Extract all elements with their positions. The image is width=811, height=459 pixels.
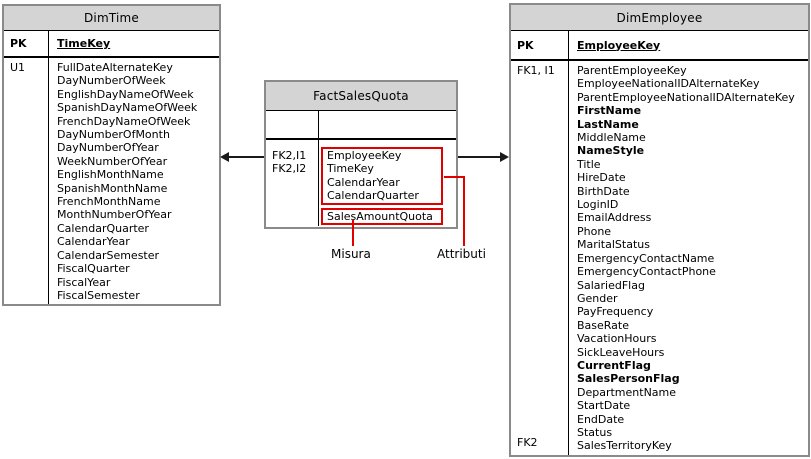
attribute-row: DayNumberOfWeek (57, 74, 166, 88)
attribute-row: LastName (577, 117, 639, 131)
table-factsalesquota-title: FactSalesQuota (266, 82, 456, 111)
table-dimtime: DimTime PK TimeKey U1 FullDateAlternateK… (2, 4, 221, 306)
attributes-callout-line-vertical (463, 176, 465, 246)
attribute-row: FiscalYear (57, 275, 111, 289)
measure-callout-line (352, 220, 354, 246)
attribute-row: HireDate (577, 171, 626, 185)
dimemployee-fk-top-label: FK1, I1 (517, 64, 555, 77)
dimtime-primary-key: TimeKey (57, 37, 111, 50)
attribute-row: SpanishDayNameOfWeek (57, 101, 198, 115)
attribute-row: EnglishDayNameOfWeek (57, 87, 194, 101)
attribute-row: CalendarSemester (57, 248, 160, 262)
dimtime-index-label: U1 (10, 61, 26, 74)
attribute-row: MiddleName (577, 131, 646, 145)
attribute-row: TimeKey (327, 162, 374, 176)
attribute-row: DepartmentName (577, 385, 677, 399)
attribute-row: FirstName (577, 104, 642, 118)
measure-callout-label: Misura (331, 247, 371, 261)
attribute-row: FullDateAlternateKey (57, 61, 173, 74)
dimemployee-fk-bottom-label: FK2 (517, 435, 538, 449)
attribute-row: SalesPersonFlag (577, 372, 680, 386)
relationship-line-facttodimtime (226, 156, 264, 158)
attribute-row: FiscalSemester (57, 288, 140, 302)
relationship-line-facttodimemployee (458, 156, 502, 158)
table-dimemployee: DimEmployee PK EmployeeKey FK1, I1 FK2 P… (509, 3, 810, 457)
attribute-row: Title (577, 157, 601, 171)
attribute-row: Status (577, 425, 613, 439)
factsalesquota-pk-row-empty (266, 111, 456, 140)
attribute-row: NameStyle (577, 144, 645, 158)
attributes-callout-line-horizontal (444, 176, 465, 178)
attribute-row: CalendarYear (327, 175, 400, 189)
factsalesquota-empty-right-cell (319, 111, 456, 138)
attribute-row: PayFrequency (577, 305, 654, 319)
attribute-row: LoginID (577, 198, 619, 212)
attribute-row: SickLeaveHours (577, 345, 665, 359)
dimtime-pk-row: PK TimeKey (4, 31, 219, 58)
attribute-row: EmployeeKey (327, 149, 402, 162)
attribute-row: ParentEmployeeKey (577, 64, 687, 77)
attribute-row: EmployeeNationalIDAlternateKey (577, 77, 760, 91)
table-dimtime-title: DimTime (4, 6, 219, 31)
attribute-row: Gender (577, 291, 618, 305)
arrow-left-icon (220, 152, 229, 162)
attribute-row: SalariedFlag (577, 278, 645, 292)
attribute-row: EndDate (577, 412, 625, 426)
attribute-row: BirthDate (577, 184, 630, 198)
dimemployee-primary-key: EmployeeKey (577, 38, 661, 52)
dimemployee-pk-label: PK (511, 31, 569, 59)
attribute-row: FK2,I1 (272, 149, 307, 162)
factsalesquota-empty-left-cell (266, 111, 319, 138)
attribute-row: DayNumberOfMonth (57, 128, 170, 142)
attribute-row: FK2,I2 (272, 162, 307, 176)
attribute-row: CalendarYear (57, 235, 130, 249)
attribute-row: CalendarQuarter (327, 189, 419, 203)
attribute-row: FiscalQuarter (57, 262, 130, 276)
attribute-row: DayNumberOfYear (57, 141, 159, 155)
attribute-row: EmergencyContactPhone (577, 265, 716, 279)
attribute-row: StartDate (577, 399, 631, 413)
attribute-row: CalendarQuarter (57, 221, 149, 235)
arrow-right-icon (500, 152, 509, 162)
table-dimemployee-title: DimEmployee (511, 5, 808, 31)
attributes-callout-label: Attributi (437, 247, 486, 261)
attribute-row: SalesAmountQuota (327, 209, 433, 223)
attribute-row: ParentEmployeeNationalIDAlternateKey (577, 90, 795, 104)
attribute-row: MonthNumberOfYear (57, 208, 172, 222)
attribute-row: BaseRate (577, 318, 630, 332)
dimtime-pk-label: PK (4, 31, 49, 56)
attribute-row: Phone (577, 224, 612, 238)
attribute-row: EmergencyContactName (577, 251, 715, 265)
attribute-row: MaritalStatus (577, 238, 650, 252)
dimemployee-pk-row: PK EmployeeKey (511, 31, 808, 61)
attribute-row: EmailAddress (577, 211, 652, 225)
measure-highlight-box: SalesAmountQuota (321, 207, 443, 226)
dimemployee-fk-labels: FK1, I1 FK2 (511, 61, 569, 455)
attribute-row: FrenchDayNameOfWeek (57, 114, 191, 128)
attribute-row: VacationHours (577, 332, 657, 346)
attribute-row: EnglishMonthName (57, 168, 164, 182)
attribute-row: WeekNumberOfYear (57, 154, 168, 168)
attribute-row: SalesTerritoryKey (577, 439, 672, 453)
attribute-row: CurrentFlag (577, 358, 651, 372)
dimtime-index-label-cell: U1 (4, 58, 49, 304)
attribute-row: FrenchMonthName (57, 195, 161, 209)
attribute-row: SpanishMonthName (57, 181, 168, 195)
